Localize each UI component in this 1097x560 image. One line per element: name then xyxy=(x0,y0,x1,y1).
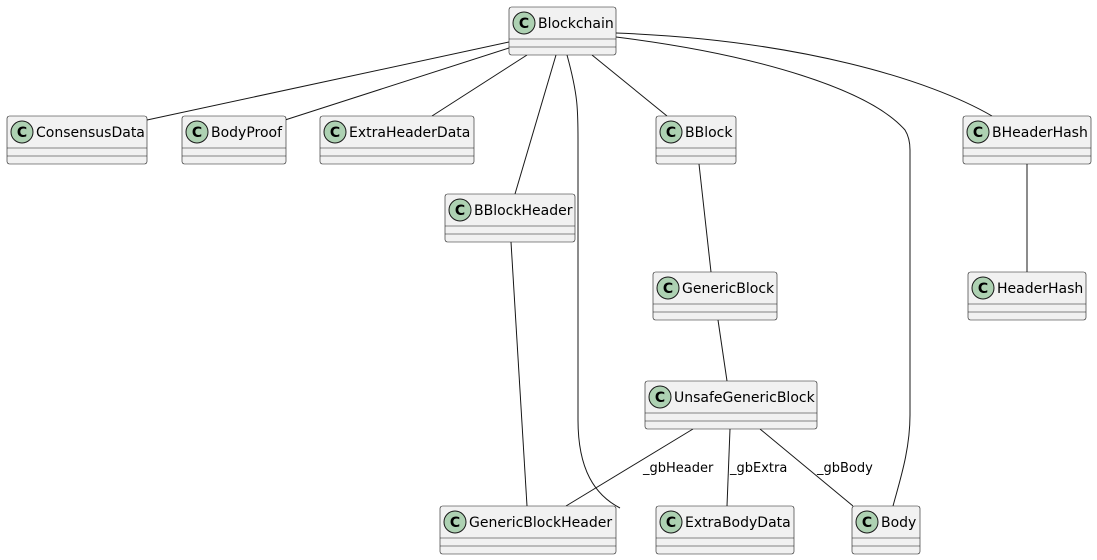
class-headerhash[interactable]: C HeaderHash xyxy=(967,271,1087,321)
class-name: ExtraBodyData xyxy=(685,515,791,531)
class-name: Blockchain xyxy=(538,16,614,32)
class-stereotype-letter: C xyxy=(666,125,676,141)
class-stereotype-letter: C xyxy=(666,515,676,531)
class-name: ConsensusData xyxy=(36,125,145,141)
class-stereotype-letter: C xyxy=(330,125,340,141)
class-stereotype-icon xyxy=(512,11,536,35)
class-stereotype-icon xyxy=(443,510,467,534)
class-box xyxy=(6,115,148,165)
class-stereotype-letter: C xyxy=(973,125,983,141)
class-stereotype-icon xyxy=(659,510,683,534)
class-bodyproof[interactable]: C BodyProof xyxy=(181,115,287,165)
relation-blockchain-bblock xyxy=(591,54,668,117)
class-stereotype-letter: C xyxy=(655,390,665,406)
relation-labels: _gbHeader _gbExtra _gbBody xyxy=(642,461,873,476)
relation-unsafegenericblock-extrabodydata xyxy=(726,428,731,507)
relation-blockchain-body xyxy=(615,36,911,507)
relation-blockchain-extraheaderdata xyxy=(431,54,528,117)
class-box xyxy=(967,271,1087,321)
relation-genericblock-unsafegenericblock xyxy=(717,319,728,382)
class-stereotype-icon xyxy=(966,120,990,144)
class-box xyxy=(644,380,818,430)
class-stereotype-icon xyxy=(10,120,34,144)
class-body[interactable]: C Body xyxy=(851,505,921,555)
class-stereotype-icon xyxy=(659,120,683,144)
class-name: GenericBlockHeader xyxy=(469,515,612,531)
class-box xyxy=(319,115,475,165)
class-stereotype-letter: C xyxy=(450,515,460,531)
class-stereotype-icon xyxy=(185,120,209,144)
class-stereotype-icon xyxy=(323,120,347,144)
class-stereotype-letter: C xyxy=(455,203,465,219)
class-stereotype-icon xyxy=(648,385,672,409)
class-genericblock[interactable]: C GenericBlock xyxy=(652,271,778,321)
class-genericblockheader[interactable]: C GenericBlockHeader xyxy=(439,505,617,555)
class-name: Body xyxy=(881,515,916,531)
class-box xyxy=(652,271,778,321)
class-stereotype-icon xyxy=(971,276,995,300)
relation-blockchain-bheaderhash xyxy=(615,32,993,117)
class-bblockheader[interactable]: C BBlockHeader xyxy=(444,193,576,243)
class-extraheaderdata[interactable]: C ExtraHeaderData xyxy=(319,115,475,165)
class-stereotype-icon xyxy=(855,510,879,534)
class-box xyxy=(962,115,1092,165)
class-bheaderhash[interactable]: C BHeaderHash xyxy=(962,115,1092,165)
class-box xyxy=(439,505,617,555)
class-stereotype-letter: C xyxy=(192,125,202,141)
class-stereotype-icon xyxy=(448,198,472,222)
class-box xyxy=(508,6,617,56)
relation-blockchain-extrabodydata xyxy=(566,54,621,509)
class-bblock[interactable]: C BBlock xyxy=(655,115,737,165)
relation-bblock-genericblock xyxy=(698,163,712,273)
relation-blockchain-bodyproof xyxy=(284,47,510,121)
class-box xyxy=(444,193,576,243)
relations xyxy=(146,32,1028,509)
class-name: BBlock xyxy=(685,125,733,141)
relation-blockchain-consensusdata xyxy=(146,41,510,121)
class-name: ExtraHeaderData xyxy=(349,125,470,141)
class-stereotype-icon xyxy=(656,276,680,300)
relation-label: _gbBody xyxy=(816,461,873,476)
class-name: UnsafeGenericBlock xyxy=(674,390,816,406)
class-name: BHeaderHash xyxy=(992,125,1088,141)
relation-blockchain-bblockheader xyxy=(514,54,557,195)
class-stereotype-letter: C xyxy=(17,125,27,141)
relation-bblockheader-genericblockheader xyxy=(510,241,528,507)
relation-label: _gbExtra xyxy=(729,461,787,476)
relation-label: _gbHeader xyxy=(642,461,714,476)
class-extrabodydata[interactable]: C ExtraBodyData xyxy=(655,505,795,555)
class-blockchain[interactable]: C Blockchain xyxy=(508,6,617,56)
relation-unsafegenericblock-body xyxy=(759,428,854,507)
class-name: HeaderHash xyxy=(997,281,1083,297)
class-unsafegenericblock[interactable]: C UnsafeGenericBlock xyxy=(644,380,818,430)
class-name: GenericBlock xyxy=(682,281,775,297)
class-stereotype-letter: C xyxy=(519,16,529,32)
class-stereotype-letter: C xyxy=(663,281,673,297)
class-box xyxy=(655,505,795,555)
class-box xyxy=(181,115,287,165)
class-name: BodyProof xyxy=(211,125,283,141)
class-consensusdata[interactable]: C ConsensusData xyxy=(6,115,148,165)
class-name: BBlockHeader xyxy=(474,203,573,219)
class-stereotype-letter: C xyxy=(862,515,872,531)
class-stereotype-letter: C xyxy=(978,281,988,297)
relation-unsafegenericblock-genericblockheader xyxy=(565,428,694,507)
